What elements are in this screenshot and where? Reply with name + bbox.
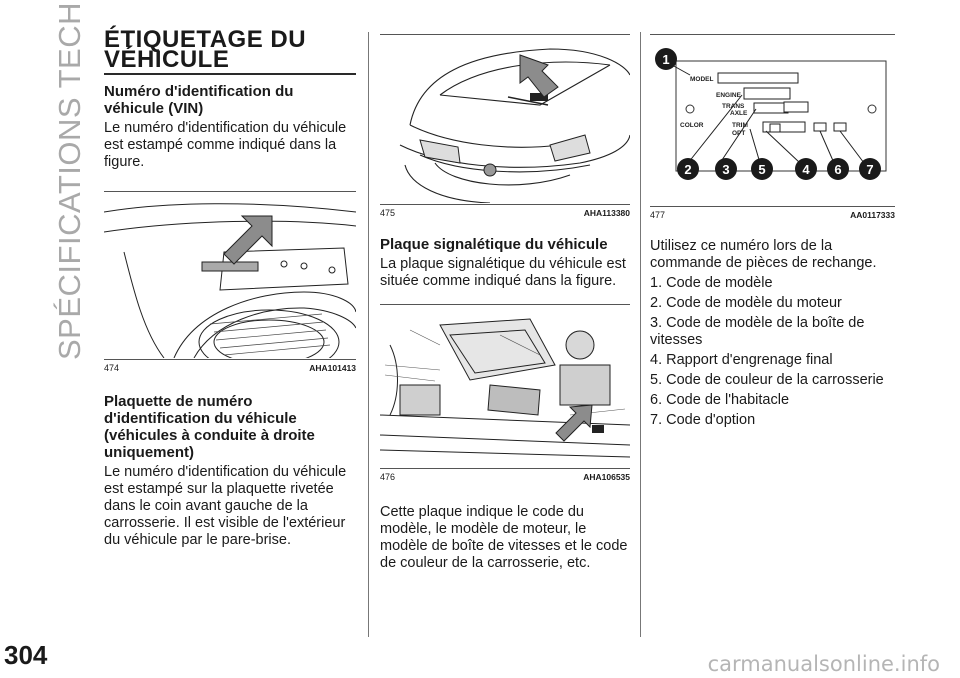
plate-heading: Plaquette de numéro d'identification du … [104, 393, 315, 461]
callout-4: 4 [802, 162, 810, 177]
callout-5: 5 [758, 162, 765, 177]
figure-code: AA0117333 [850, 210, 895, 220]
callout-1: 1 [662, 52, 669, 67]
nameplate-heading: Plaque signalétique du véhicule [380, 236, 608, 253]
callout-3: 3 [722, 162, 729, 177]
label-opt: OPT [732, 130, 745, 137]
vin-location-illustration [104, 203, 356, 358]
list-item: 5. Code de couleur de la carrosserie [650, 372, 884, 388]
label-color: COLOR [680, 122, 704, 129]
column-divider [640, 32, 641, 637]
vehicle-front-illustration [399, 48, 630, 203]
list-item: 3. Code de modèle de la boîte de vitesse… [650, 315, 865, 348]
label-trim: TRIM [732, 122, 748, 129]
label-axle: AXLE [730, 110, 748, 117]
callout-7: 7 [866, 162, 873, 177]
figure-476: 476 AHA106535 [380, 304, 630, 482]
nameplate-description: Cette plaque indique le code du modèle, … [380, 504, 628, 571]
usage-intro: Utilisez ce numéro lors de la commande d… [650, 238, 877, 271]
vin-heading: Numéro d'identification du véhicule (VIN… [104, 83, 294, 117]
figure-number: 474 [104, 363, 120, 373]
list-item: 2. Code de modèle du moteur [650, 295, 842, 311]
figure-code: AHA113380 [583, 208, 630, 218]
figure-474: 474 AHA101413 [104, 191, 356, 373]
section-title: ÉTIQUETAGE DU VÉHICULE [104, 28, 356, 75]
figure-475: 475 AHA113380 [380, 34, 630, 218]
page-number: 304 [4, 640, 48, 670]
figure-number: 475 [380, 208, 396, 218]
figure-code: AHA106535 [583, 472, 630, 482]
label-trans: TRANS [722, 103, 745, 110]
watermark: carmanualsonline.info [707, 652, 940, 676]
column-2: 475 AHA113380 Plaque signalétique du véh… [380, 30, 630, 572]
column-divider [368, 32, 369, 637]
list-item: 4. Rapport d'engrenage final [650, 352, 833, 368]
list-item: 6. Code de l'habitacle [650, 392, 790, 408]
list-item: 1. Code de modèle [650, 275, 773, 291]
code-list: 1. Code de modèle 2. Code de modèle du m… [650, 275, 895, 429]
section-side-title: SPÉCIFICATIONS TECHNIQUES [52, 0, 87, 360]
figure-477: MODEL ENGINE TRANS AXLE COLOR TRIM OPT [650, 34, 895, 220]
column-1: ÉTIQUETAGE DU VÉHICULE Numéro d'identifi… [104, 28, 356, 549]
plate-text: Le numéro d'identification du véhicule e… [104, 464, 347, 548]
column-3: MODEL ENGINE TRANS AXLE COLOR TRIM OPT [650, 30, 895, 429]
nameplate-diagram: MODEL ENGINE TRANS AXLE COLOR TRIM OPT [655, 48, 887, 180]
label-model: MODEL [690, 76, 714, 83]
figure-code: AHA101413 [309, 363, 356, 373]
list-item: 7. Code d'option [650, 412, 756, 428]
vin-text: Le numéro d'identification du véhicule e… [104, 120, 347, 170]
callout-2: 2 [684, 162, 691, 177]
figure-number: 477 [650, 210, 666, 220]
callout-6: 6 [834, 162, 841, 177]
figure-number: 476 [380, 472, 396, 482]
engine-bay-illustration [380, 305, 630, 467]
nameplate-text: La plaque signalétique du véhicule est s… [380, 256, 626, 289]
label-engine: ENGINE [716, 92, 742, 99]
